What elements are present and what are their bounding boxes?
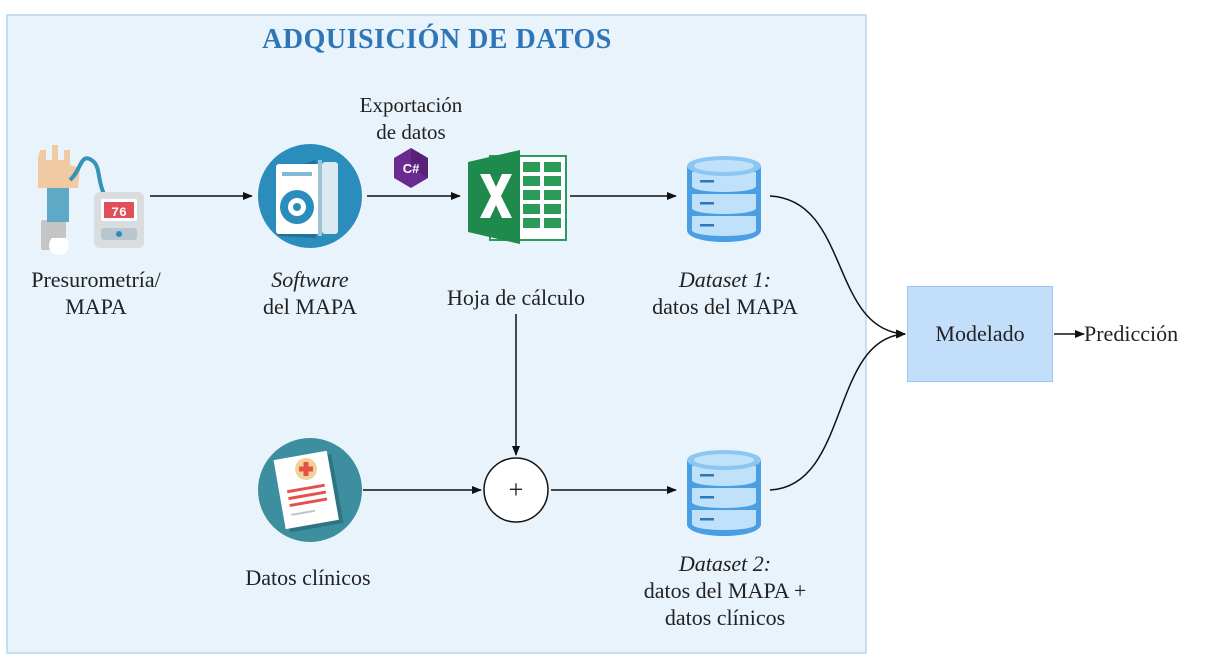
export-label-line2: de datos bbox=[376, 120, 446, 144]
software-label: Software del MAPA bbox=[220, 266, 400, 320]
dataset2-line3: datos clínicos bbox=[664, 605, 786, 630]
clinical-report-icon bbox=[258, 438, 362, 542]
dataset2-line2: datos del MAPA + bbox=[643, 578, 807, 603]
curve-dataset2-to-model bbox=[769, 330, 906, 491]
modelado-box: Modelado bbox=[907, 286, 1053, 382]
hand-bp-monitor-icon: 76 bbox=[38, 145, 144, 256]
export-label-line1: Exportación bbox=[359, 93, 463, 117]
dataset1-line1: Dataset 1: bbox=[678, 267, 772, 292]
section-title: ADQUISICIÓN DE DATOS bbox=[262, 24, 612, 55]
curve-dataset1-to-model bbox=[769, 195, 906, 338]
software-line2: del MAPA bbox=[263, 294, 357, 319]
presurometria-line2: MAPA bbox=[65, 294, 127, 319]
prediccion-label: Predicción bbox=[1084, 321, 1179, 346]
dataset2-label: Dataset 2: datos del MAPA + datos clínic… bbox=[610, 550, 840, 631]
clinicos-label: Datos clínicos bbox=[245, 565, 371, 590]
software-disc-icon bbox=[258, 144, 362, 248]
database-icon-2 bbox=[687, 450, 761, 536]
connectors bbox=[150, 192, 1085, 494]
acquisition-panel bbox=[6, 14, 867, 654]
modelado-label: Modelado bbox=[935, 321, 1025, 346]
csharp-glyph: C# bbox=[403, 161, 420, 176]
dataset2-line1: Dataset 2: bbox=[678, 551, 772, 576]
hoja-label: Hoja de cálculo bbox=[446, 285, 586, 310]
export-label: Exportación de datos bbox=[330, 92, 492, 146]
presurometria-line1: Presurometría/ bbox=[31, 267, 161, 292]
excel-icon bbox=[468, 150, 567, 244]
plus-circle bbox=[483, 457, 549, 523]
dataset1-label: Dataset 1: datos del MAPA bbox=[620, 266, 830, 320]
database-icon-1 bbox=[687, 156, 761, 242]
plus-symbol: + bbox=[508, 475, 524, 504]
software-line1: Software bbox=[271, 267, 349, 292]
dataset1-line2: datos del MAPA bbox=[652, 294, 798, 319]
bp-reading: 76 bbox=[111, 205, 127, 220]
presurometria-label: Presurometría/ MAPA bbox=[0, 266, 192, 320]
csharp-icon: C# bbox=[394, 148, 428, 188]
